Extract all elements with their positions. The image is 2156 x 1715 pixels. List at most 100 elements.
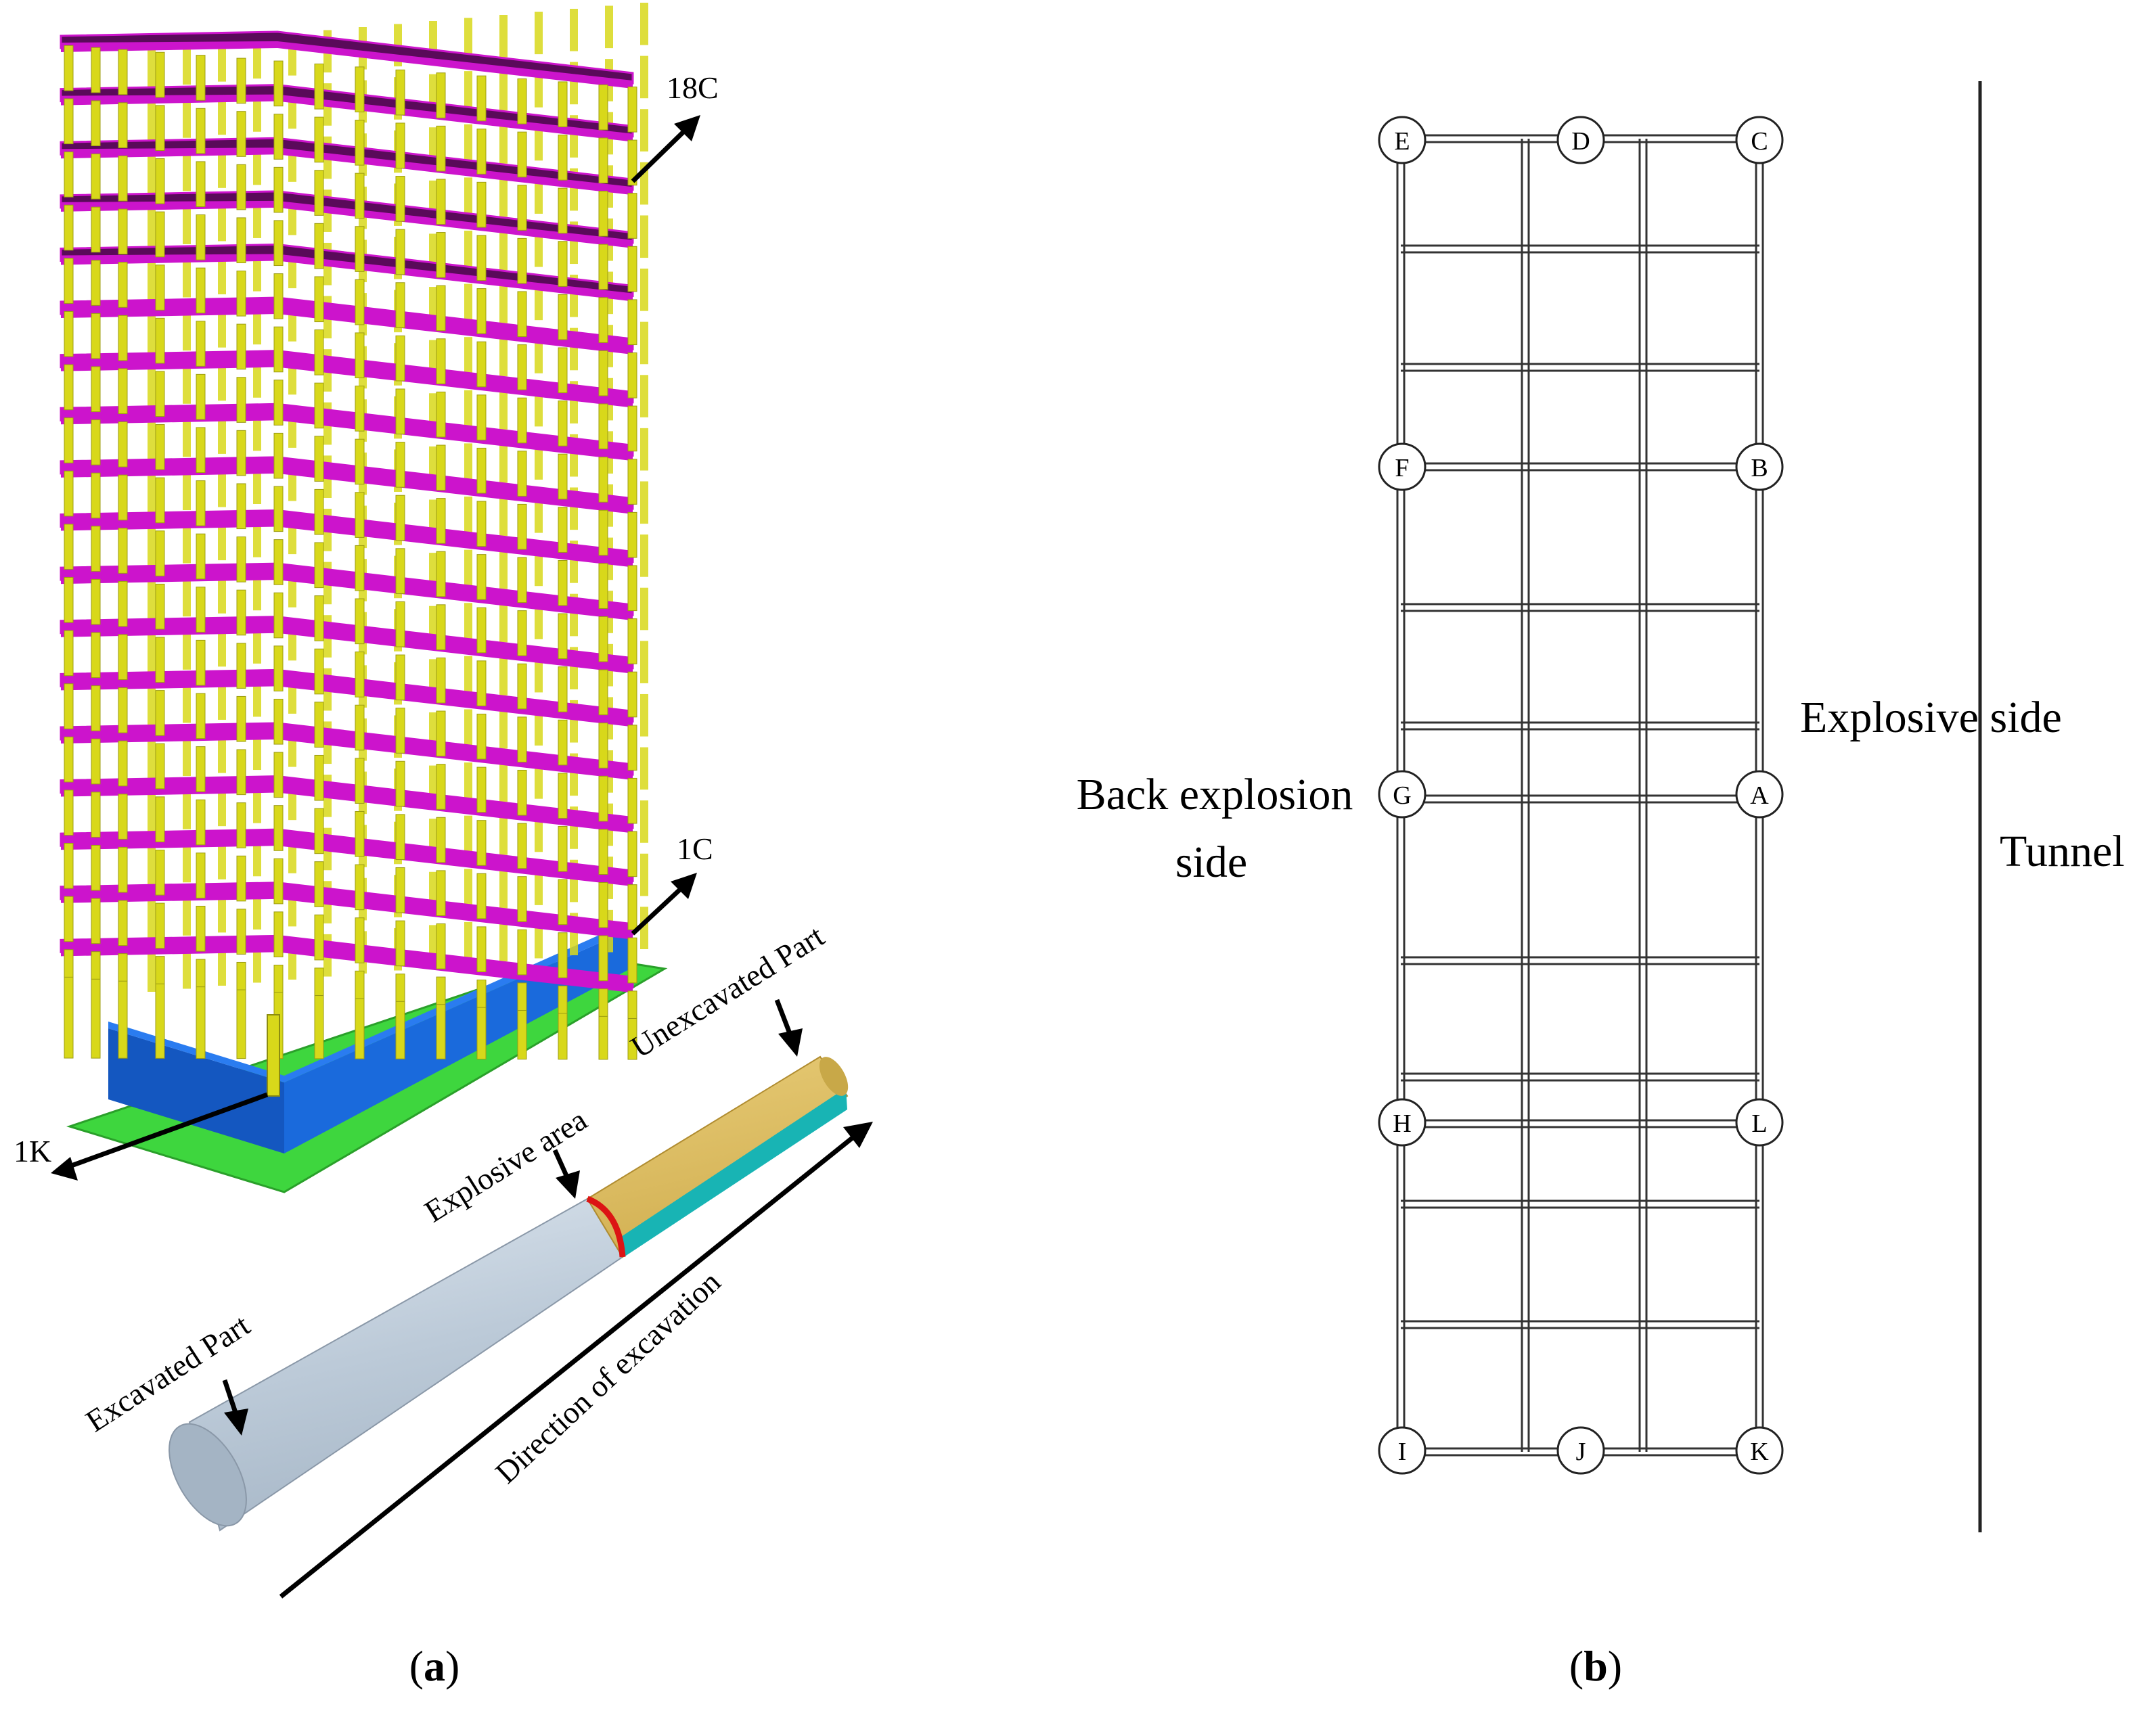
building-column — [627, 352, 637, 398]
building-column — [598, 297, 608, 343]
building-column — [155, 902, 165, 949]
building-column — [598, 350, 608, 396]
building-column — [640, 481, 648, 524]
building-column — [155, 371, 165, 417]
building-column — [236, 217, 246, 264]
building-column — [436, 179, 446, 225]
building-column — [598, 616, 608, 662]
building-column — [196, 161, 206, 208]
building-column — [355, 226, 365, 272]
building-column — [196, 267, 206, 314]
basement-column — [91, 978, 101, 1059]
building-column — [558, 879, 568, 925]
building-column — [118, 421, 128, 467]
building-column — [499, 653, 508, 695]
building-column — [436, 604, 446, 650]
building-column — [148, 364, 156, 407]
building-column — [196, 480, 206, 526]
building-column — [118, 474, 128, 521]
building-column — [640, 800, 648, 843]
building-column — [148, 790, 156, 833]
slab-edge — [61, 254, 633, 302]
building-column — [558, 825, 568, 872]
building-column — [605, 5, 613, 49]
arrow-unexcavated — [774, 999, 793, 1036]
slab-edge — [61, 307, 633, 355]
building-column — [273, 273, 284, 319]
caption-a: (a) — [409, 1642, 460, 1690]
building-column — [598, 137, 608, 184]
building-column — [91, 844, 101, 891]
building-column — [64, 258, 74, 304]
building-column — [598, 244, 608, 290]
slab-edge — [61, 573, 633, 621]
building-column — [236, 111, 246, 157]
building-column — [627, 299, 637, 346]
building-column — [218, 39, 226, 82]
building-column — [517, 291, 527, 338]
basement-column — [314, 995, 324, 1059]
building-column — [196, 214, 206, 260]
arrowhead-explosive — [556, 1170, 580, 1199]
building-column — [196, 427, 206, 474]
building-column — [598, 882, 608, 928]
building-column — [436, 551, 446, 597]
building-column — [640, 109, 648, 152]
building-column — [273, 114, 284, 160]
building-column — [183, 733, 191, 777]
node-c: C — [1735, 116, 1784, 164]
building-column — [517, 610, 527, 656]
building-column — [118, 208, 128, 255]
building-column — [314, 595, 324, 641]
building-column — [627, 777, 637, 824]
slab-edge — [61, 413, 633, 461]
building-column — [236, 643, 246, 689]
basement-column — [476, 1007, 487, 1059]
building-column — [499, 919, 508, 961]
building-column — [118, 687, 128, 733]
building-column — [314, 436, 324, 482]
arrowhead-direction — [843, 1122, 873, 1148]
building-column — [627, 246, 637, 292]
building-column — [236, 695, 246, 742]
building-column — [436, 338, 446, 384]
building-column — [155, 690, 165, 736]
building-column — [598, 509, 608, 556]
building-column — [355, 386, 365, 432]
building-column — [464, 709, 472, 752]
building-column — [236, 749, 246, 796]
building-column — [314, 329, 324, 375]
building-column — [558, 135, 568, 181]
node-k: K — [1735, 1426, 1784, 1475]
building-column — [236, 802, 246, 848]
building-column — [91, 738, 101, 785]
building-column — [598, 457, 608, 503]
building-column — [218, 837, 226, 879]
building-column — [196, 799, 206, 846]
building-column — [64, 364, 74, 411]
node-label: J — [1576, 1438, 1586, 1466]
building-column — [64, 311, 74, 357]
basement-column — [64, 976, 74, 1059]
basement-column — [196, 986, 206, 1059]
building-column — [640, 55, 648, 99]
building-column — [395, 601, 405, 647]
building-column — [476, 288, 487, 334]
building-column — [155, 477, 165, 524]
building-column — [196, 905, 206, 952]
building-column — [148, 949, 156, 992]
building-column — [395, 388, 405, 435]
building-column — [64, 204, 74, 251]
building-column — [499, 865, 508, 909]
building-column — [436, 764, 446, 810]
building-column — [395, 920, 405, 967]
building-column — [64, 843, 74, 889]
tunnel-end-face — [169, 1423, 247, 1527]
annotation-arrows — [51, 115, 873, 1599]
building-column — [218, 252, 226, 295]
building-column — [355, 438, 365, 485]
building-column — [558, 666, 568, 712]
building-column — [558, 559, 568, 606]
building-column — [183, 893, 191, 936]
